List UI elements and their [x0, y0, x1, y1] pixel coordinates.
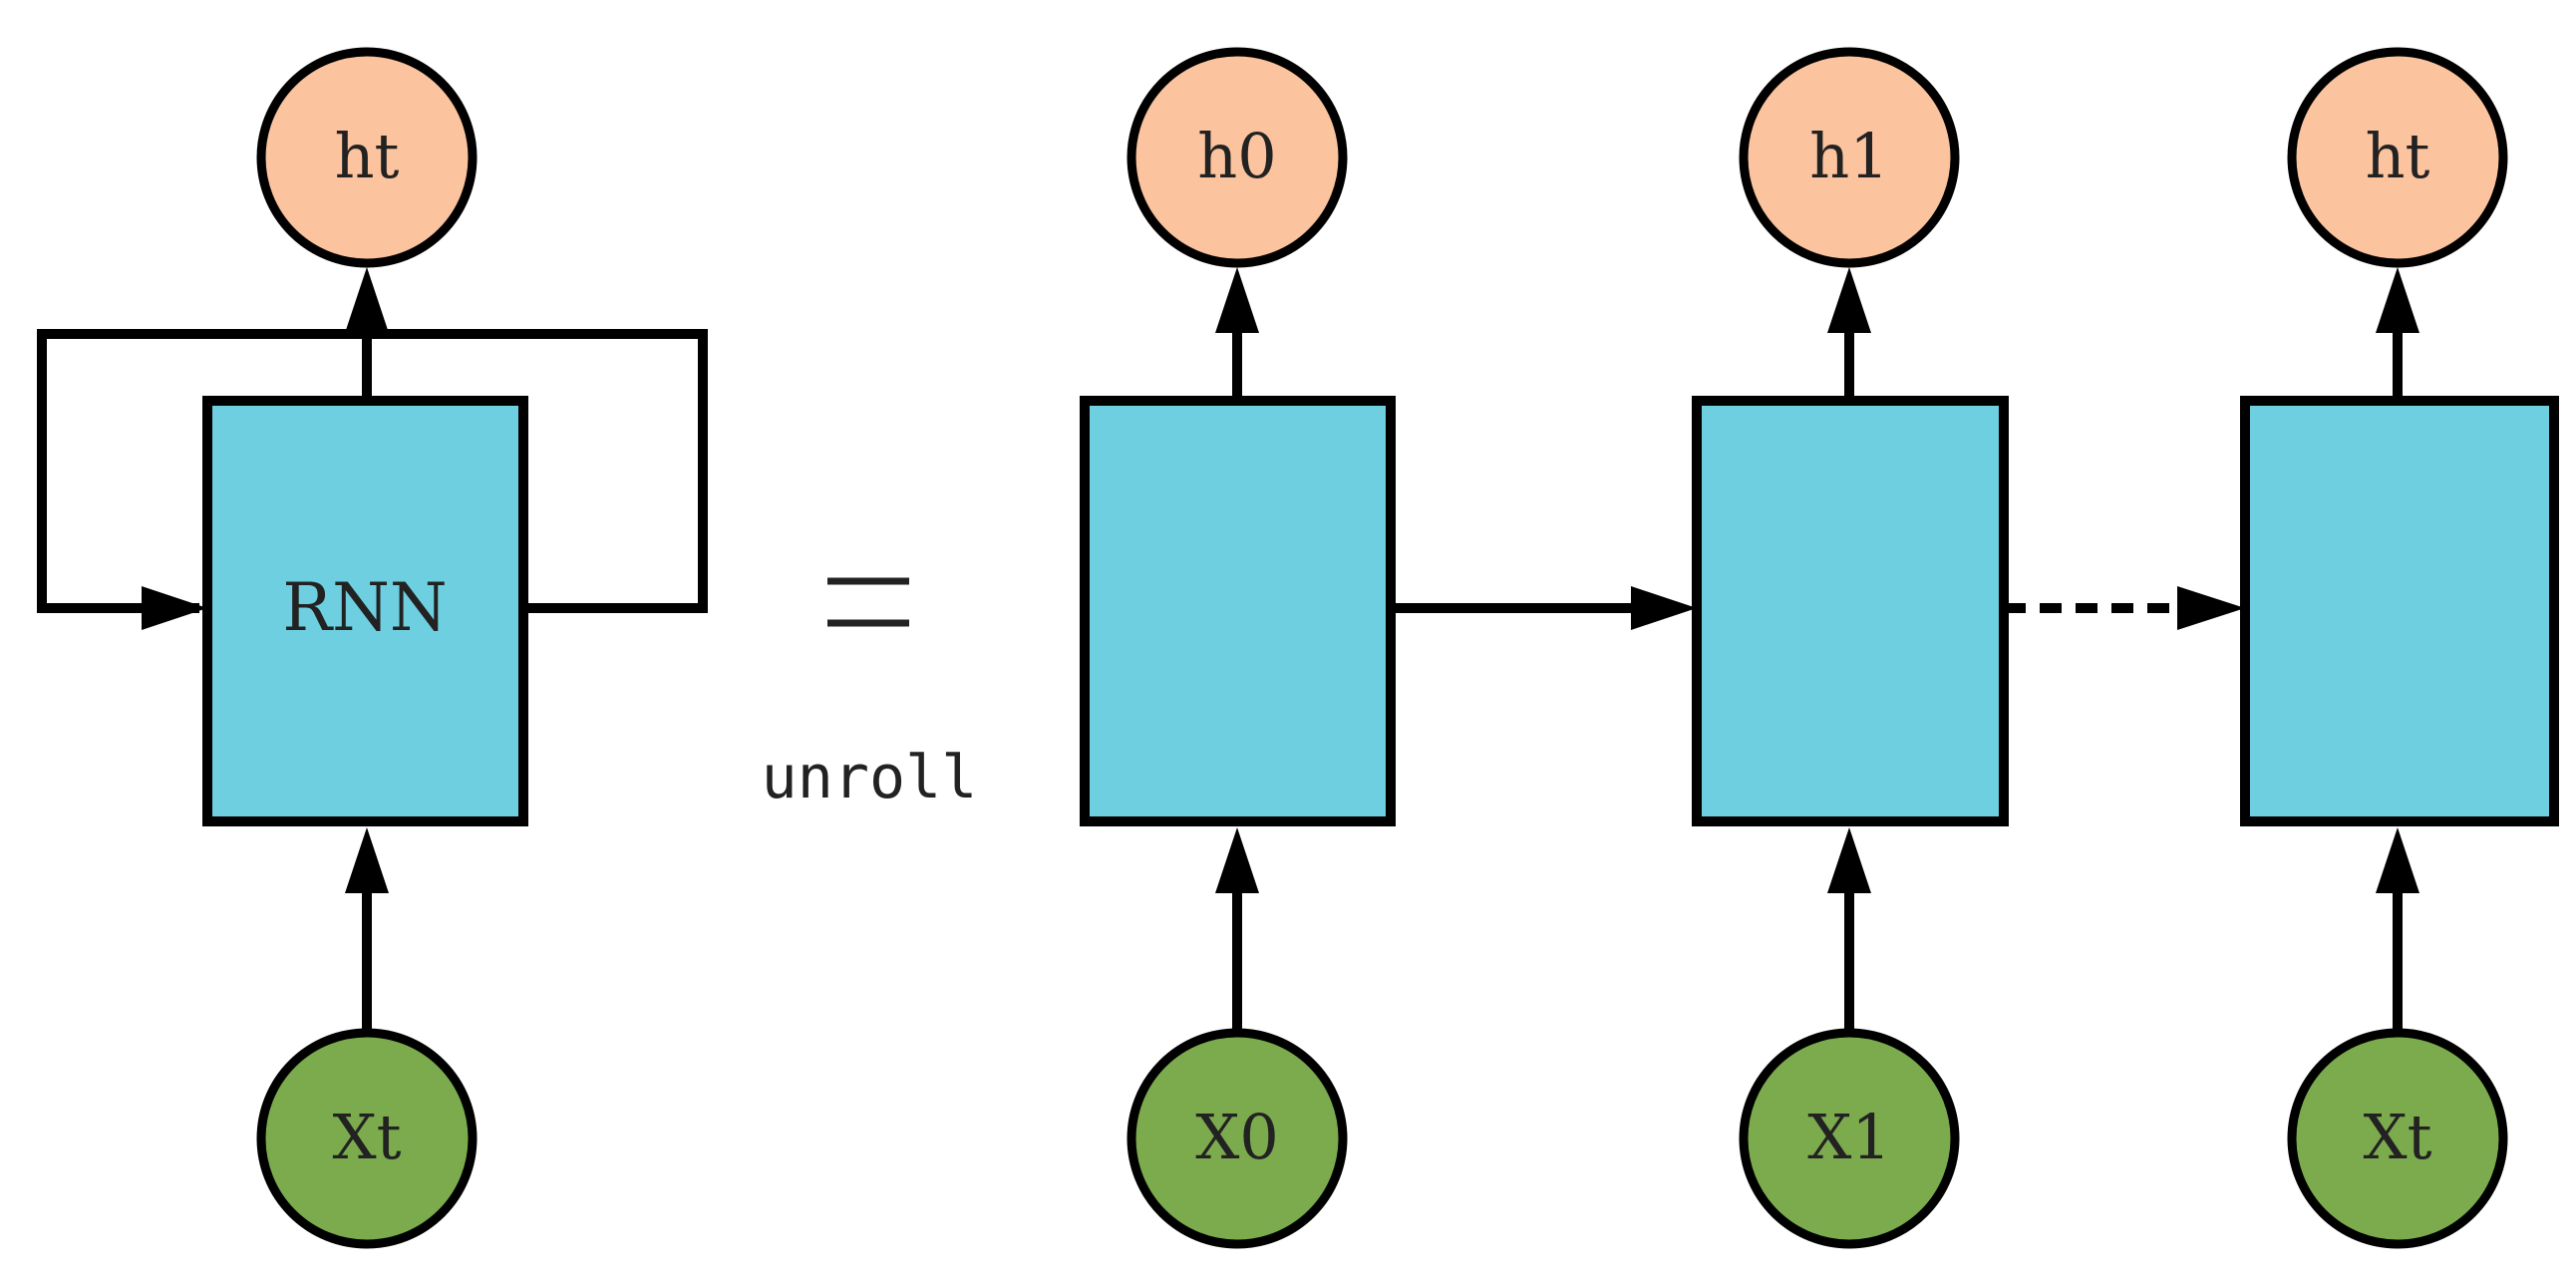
unrolled-step-0: h0 X0 [1080, 47, 1396, 1249]
input-node [256, 1028, 478, 1249]
output-arrowhead [345, 267, 389, 333]
output-node-label-t: ht [2366, 120, 2430, 192]
output-node-0 [1127, 47, 1348, 268]
input-node-label-t: Xt [2363, 1101, 2431, 1173]
input-node-t [2287, 1028, 2508, 1249]
rnn-cell-step-1 [1692, 396, 2009, 826]
input-arrowhead-t [2376, 827, 2419, 893]
input-node-0 [1127, 1028, 1348, 1249]
unroll-caption: unroll [762, 743, 978, 812]
input-arrowhead-1 [1827, 827, 1871, 893]
input-arrowhead-0 [1215, 827, 1259, 893]
output-node-label-1: h1 [1809, 120, 1888, 192]
output-arrowhead-1 [1827, 267, 1871, 333]
output-node-t [2287, 47, 2508, 268]
rnn-cell-step-t [2240, 396, 2559, 826]
recurrence-arrowhead [142, 586, 207, 630]
output-node-label-0: h0 [1197, 120, 1276, 192]
output-arrowhead-t [2376, 267, 2419, 333]
input-node-label: Xt [332, 1101, 401, 1173]
input-node-1 [1739, 1028, 1960, 1249]
unrolled-step-1: h1 X1 [1692, 47, 2009, 1249]
output-node-1 [1739, 47, 1960, 268]
unroll-operator: unroll [762, 577, 978, 812]
state-link-1-t-arrowhead [2177, 586, 2245, 630]
output-node [256, 47, 478, 268]
output-arrowhead-0 [1215, 267, 1259, 333]
rnn-cell [202, 396, 528, 826]
output-node-label: ht [335, 120, 400, 192]
input-arrowhead [345, 827, 389, 893]
recurrence-loop-line [37, 329, 708, 613]
unrolled-sequence: h0 X0 h1 X1 ht Xt [1080, 47, 2559, 1249]
state-link-0-1-arrowhead [1631, 586, 1697, 630]
rnn-cell-label: RNN [282, 569, 447, 646]
input-node-label-0: X0 [1195, 1101, 1279, 1173]
unrolled-step-t: ht Xt [2240, 47, 2559, 1249]
rnn-cell-step-0 [1080, 396, 1396, 826]
input-node-label-1: X1 [1807, 1101, 1891, 1173]
folded-rnn: RNN ht Xt [37, 47, 708, 1249]
